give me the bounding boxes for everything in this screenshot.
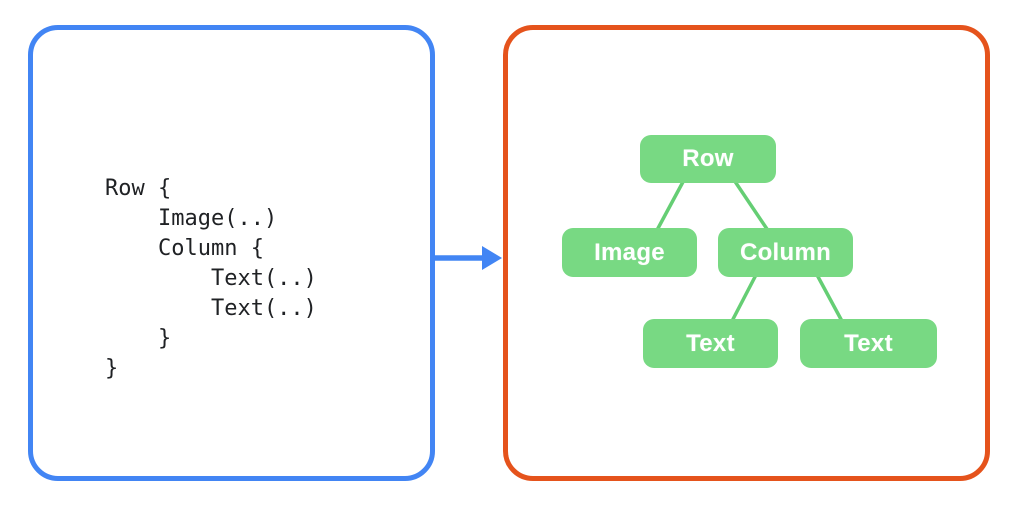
tree-node-image: Image bbox=[562, 228, 697, 277]
tree-node-text-1: Text bbox=[643, 319, 778, 368]
tree-node-row: Row bbox=[640, 135, 776, 183]
code-snippet: Row { Image(..) Column { Text(..) Text(.… bbox=[105, 176, 317, 381]
code-panel bbox=[28, 25, 435, 481]
tree-node-column: Column bbox=[718, 228, 853, 277]
tree-node-text-2: Text bbox=[800, 319, 937, 368]
code-to-tree-arrow-icon bbox=[433, 246, 502, 270]
